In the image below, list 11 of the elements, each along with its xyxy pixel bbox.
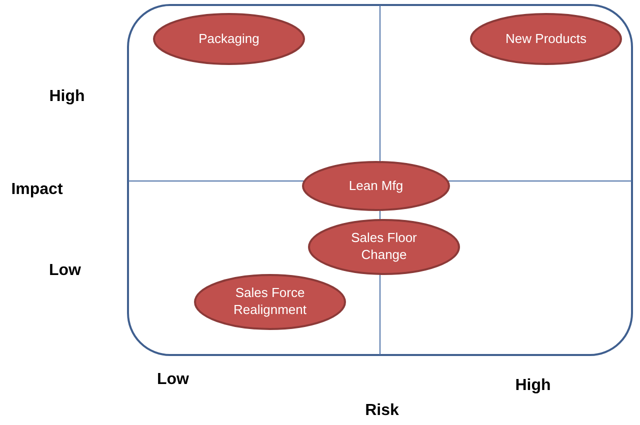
item-label: Lean Mfg xyxy=(348,178,404,194)
axis-level-label: Low xyxy=(49,262,81,280)
axis-level-label: High xyxy=(515,377,551,395)
axis-title: Impact xyxy=(11,181,63,199)
item-label: New Products xyxy=(506,30,586,48)
item-label: Packaging xyxy=(198,30,260,48)
axis-level-label: Low xyxy=(157,371,189,389)
axis-level-label: High xyxy=(49,88,85,106)
item-label: Sales Floor Change xyxy=(350,230,418,264)
item-label: Sales Force Realignment xyxy=(232,285,308,319)
axis-title: Risk xyxy=(365,402,399,420)
